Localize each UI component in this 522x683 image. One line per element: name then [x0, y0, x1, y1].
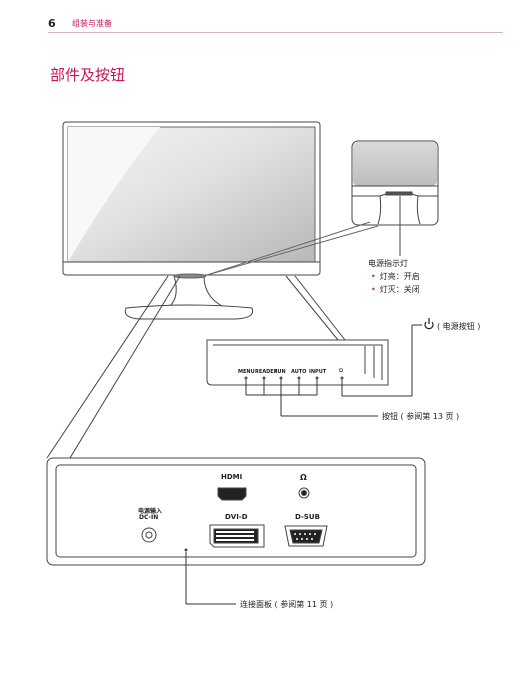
hdmi-label: HDMI [221, 473, 243, 481]
connection-callout: 连接面板 ( 参阅第 11 页 ) [240, 600, 334, 609]
dc-in-label-cn: 电源输入 [138, 508, 163, 515]
reader-button-label: READER [255, 369, 278, 375]
power-indicator-on: •灯亮：开启 [371, 272, 420, 281]
dc-in-label: DC-IN [139, 514, 159, 521]
dsub-label: D-SUB [295, 513, 320, 521]
power-button-glyph: ⏻ [339, 368, 343, 374]
power-indicator-off: •灯灭：关闭 [371, 285, 420, 294]
dvi-label: DVI-D [225, 513, 248, 521]
power-icon [424, 318, 434, 330]
buttons-callout: 按钮 ( 参阅第 13 页 ) [382, 412, 460, 421]
menu-button-label: MENU [238, 369, 255, 375]
control-panel-zoom [206, 275, 422, 417]
power-indicator-title: 电源指示灯 [368, 259, 408, 268]
header-divider [48, 32, 503, 33]
input-button-label: INPUT [309, 369, 327, 375]
connection-panel [46, 275, 426, 605]
page-title: 部件及按钮 [50, 66, 126, 84]
section-title: 组装与准备 [72, 19, 112, 28]
page-number: 6 [48, 17, 56, 30]
headphone-icon: Ω [300, 473, 307, 482]
monitor-front [62, 121, 321, 320]
power-led-zoom [206, 140, 439, 276]
fun-button-label: FUN [274, 369, 286, 375]
power-button-label: ( 电源按钮 ) [437, 322, 481, 331]
auto-button-label: AUTO [291, 369, 307, 375]
